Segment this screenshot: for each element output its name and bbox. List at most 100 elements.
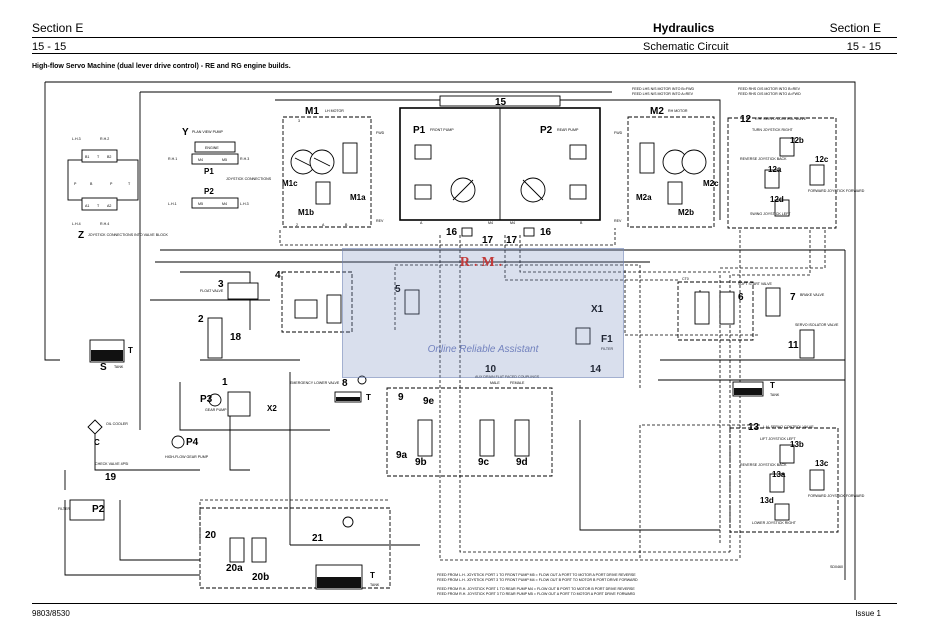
svg-text:9: 9 xyxy=(398,392,404,403)
watermark-mark: R.M. xyxy=(459,255,507,270)
svg-text:M2b: M2b xyxy=(678,208,694,217)
svg-text:3: 3 xyxy=(298,119,300,123)
svg-text:CT0: CT0 xyxy=(682,277,689,281)
svg-text:6: 6 xyxy=(738,292,744,303)
svg-text:Y: Y xyxy=(182,127,189,138)
svg-text:R.H.2: R.H.2 xyxy=(100,137,109,141)
svg-text:REVERSE JOYSTICK BACK: REVERSE JOYSTICK BACK xyxy=(740,157,787,161)
svg-text:T: T xyxy=(128,182,131,186)
svg-text:A: A xyxy=(322,223,325,227)
svg-text:L.H.4: L.H.4 xyxy=(72,222,81,226)
svg-text:9b: 9b xyxy=(415,457,427,468)
m1-label: M1 xyxy=(305,106,319,117)
svg-text:A2: A2 xyxy=(107,204,111,208)
svg-text:REV: REV xyxy=(614,219,622,223)
svg-text:9e: 9e xyxy=(423,396,435,407)
svg-text:12b: 12b xyxy=(790,136,804,145)
svg-text:M5: M5 xyxy=(198,202,203,206)
note-rhs-rev: FEED RHS O/S MOTOR INTO B=REV xyxy=(738,87,801,91)
svg-text:TANK: TANK xyxy=(370,583,380,587)
svg-text:M4: M4 xyxy=(198,158,203,162)
rh-motor-m2: M2 RH MOTOR M2c M2a M2b FWD REV xyxy=(614,106,719,228)
joystick-connection-block: L.H.3 R.H.2 L.H.4 R.H.4 B1 T B2 P B P T … xyxy=(67,137,168,241)
footer-right: Issue 1 xyxy=(855,609,881,618)
component-15-label: 15 xyxy=(495,97,507,108)
svg-text:REV: REV xyxy=(376,219,384,223)
svg-text:FRONT PUMP: FRONT PUMP xyxy=(430,128,454,132)
svg-text:20b: 20b xyxy=(252,572,269,583)
svg-text:M2c: M2c xyxy=(703,179,719,188)
svg-text:M1c: M1c xyxy=(282,179,298,188)
svg-text:18: 18 xyxy=(230,332,242,343)
svg-text:12d: 12d xyxy=(770,195,784,204)
svg-text:M1a: M1a xyxy=(350,193,366,202)
svg-text:A: A xyxy=(420,221,423,225)
svg-text:PLAN VIEW PUMP: PLAN VIEW PUMP xyxy=(192,130,224,134)
svg-text:LH MOTOR: LH MOTOR xyxy=(325,109,344,113)
watermark: R.M. Online Reliable Assistant xyxy=(342,248,624,378)
svg-text:P: P xyxy=(110,182,113,186)
svg-text:2: 2 xyxy=(198,314,204,325)
section-label-left: Section E xyxy=(32,21,84,35)
svg-text:MALE: MALE xyxy=(490,381,500,385)
svg-text:17: 17 xyxy=(482,235,494,246)
page-number-right: 15 - 15 xyxy=(846,41,881,53)
svg-text:3: 3 xyxy=(218,279,224,290)
svg-text:FORWARD JOYSTICK FORWARD: FORWARD JOYSTICK FORWARD xyxy=(808,189,865,193)
svg-text:T: T xyxy=(770,381,775,390)
svg-text:R.H.1: R.H.1 xyxy=(168,157,177,161)
svg-text:R.H.4: R.H.4 xyxy=(100,222,109,226)
footer-rule xyxy=(32,603,897,604)
svg-text:FILTER: FILTER xyxy=(58,507,71,511)
svg-text:REVERSE JOYSTICK BACK: REVERSE JOYSTICK BACK xyxy=(740,463,787,467)
rh-servo-control-valve-12: 12 R.H. SERVO CONTROL VALVE 12b TURN JOY… xyxy=(727,114,865,229)
left-components: 3 FLOAT VALVE 2 18 4 T S TANK C OIL COOL… xyxy=(58,270,353,521)
svg-text:P4: P4 xyxy=(186,437,199,448)
soft-start-and-brake: 6 SOFT START VALVE CT0 7 BRAKE VALVE SER… xyxy=(677,277,839,397)
gear-pump-p3: 1 P3 GEAR PUMP X2 P4 HIGH-FLOW GEAR PUMP xyxy=(165,377,277,459)
valves-16-17: 16 17 17 16 xyxy=(446,227,552,246)
svg-text:17: 17 xyxy=(506,235,518,246)
page-number-left: 15 - 15 xyxy=(32,41,67,53)
note-lhs-rev: FEED LHS N/S MOTOR INTO A=REV xyxy=(632,92,694,96)
header-rule xyxy=(32,37,897,38)
svg-text:X2: X2 xyxy=(267,404,277,413)
pump-assembly: 15 P1 FRONT PUMP P2 REAR PUMP M4 M4 A B xyxy=(399,95,601,225)
svg-text:A1: A1 xyxy=(85,204,89,208)
svg-text:M4: M4 xyxy=(488,221,493,225)
svg-text:16: 16 xyxy=(540,227,552,238)
svg-text:13c: 13c xyxy=(815,459,829,468)
svg-text:8: 8 xyxy=(342,378,348,389)
svg-text:FEED FROM R.H. JOYSTICK PORT 3: FEED FROM R.H. JOYSTICK PORT 3 TO REAR P… xyxy=(437,592,636,596)
svg-text:LOWER JOYSTICK RIGHT: LOWER JOYSTICK RIGHT xyxy=(752,521,797,525)
svg-text:HIGH-FLOW GEAR PUMP: HIGH-FLOW GEAR PUMP xyxy=(165,455,209,459)
plan-view-pump: Y PLAN VIEW PUMP ENGINE M4 M5 R.H.1 R.H.… xyxy=(168,127,272,209)
svg-text:B2: B2 xyxy=(107,155,111,159)
svg-text:T: T xyxy=(97,204,100,208)
svg-text:19: 19 xyxy=(105,472,117,483)
svg-text:16: 16 xyxy=(446,227,458,238)
svg-text:M2a: M2a xyxy=(636,193,652,202)
section-label-right: Section E xyxy=(829,21,881,35)
svg-text:11: 11 xyxy=(788,340,799,351)
svg-text:9a: 9a xyxy=(396,450,408,461)
svg-text:EMERGENCY LOWER VALVE: EMERGENCY LOWER VALVE xyxy=(290,381,340,385)
p2-label: P2 xyxy=(540,125,553,136)
svg-text:R.H. SERVO CONTROL VALVE: R.H. SERVO CONTROL VALVE xyxy=(755,117,807,121)
svg-text:BRAKE VALVE: BRAKE VALVE xyxy=(800,293,825,297)
header-rule-lower xyxy=(32,53,897,54)
svg-text:T: T xyxy=(128,346,133,355)
svg-text:TURN JOYSTICK RIGHT: TURN JOYSTICK RIGHT xyxy=(752,128,794,132)
valve-block-9: 9 9e 9a 9b 9c 9d xyxy=(386,387,553,477)
svg-text:OIL COOLER: OIL COOLER xyxy=(106,422,128,426)
svg-text:13d: 13d xyxy=(760,496,774,505)
svg-text:P2: P2 xyxy=(204,187,214,196)
svg-text:FWD: FWD xyxy=(614,131,623,135)
svg-text:CHECK VALVE 4PSI: CHECK VALVE 4PSI xyxy=(95,462,128,466)
svg-text:20: 20 xyxy=(205,530,217,541)
svg-text:RH MOTOR: RH MOTOR xyxy=(668,109,688,113)
svg-text:FEED FROM L.H. JOYSTICK PORT 3: FEED FROM L.H. JOYSTICK PORT 3 TO FRONT … xyxy=(437,578,638,582)
svg-text:FEED FROM R.H. JOYSTICK PORT 1: FEED FROM R.H. JOYSTICK PORT 1 TO REAR P… xyxy=(437,587,635,591)
svg-text:B1: B1 xyxy=(85,155,89,159)
